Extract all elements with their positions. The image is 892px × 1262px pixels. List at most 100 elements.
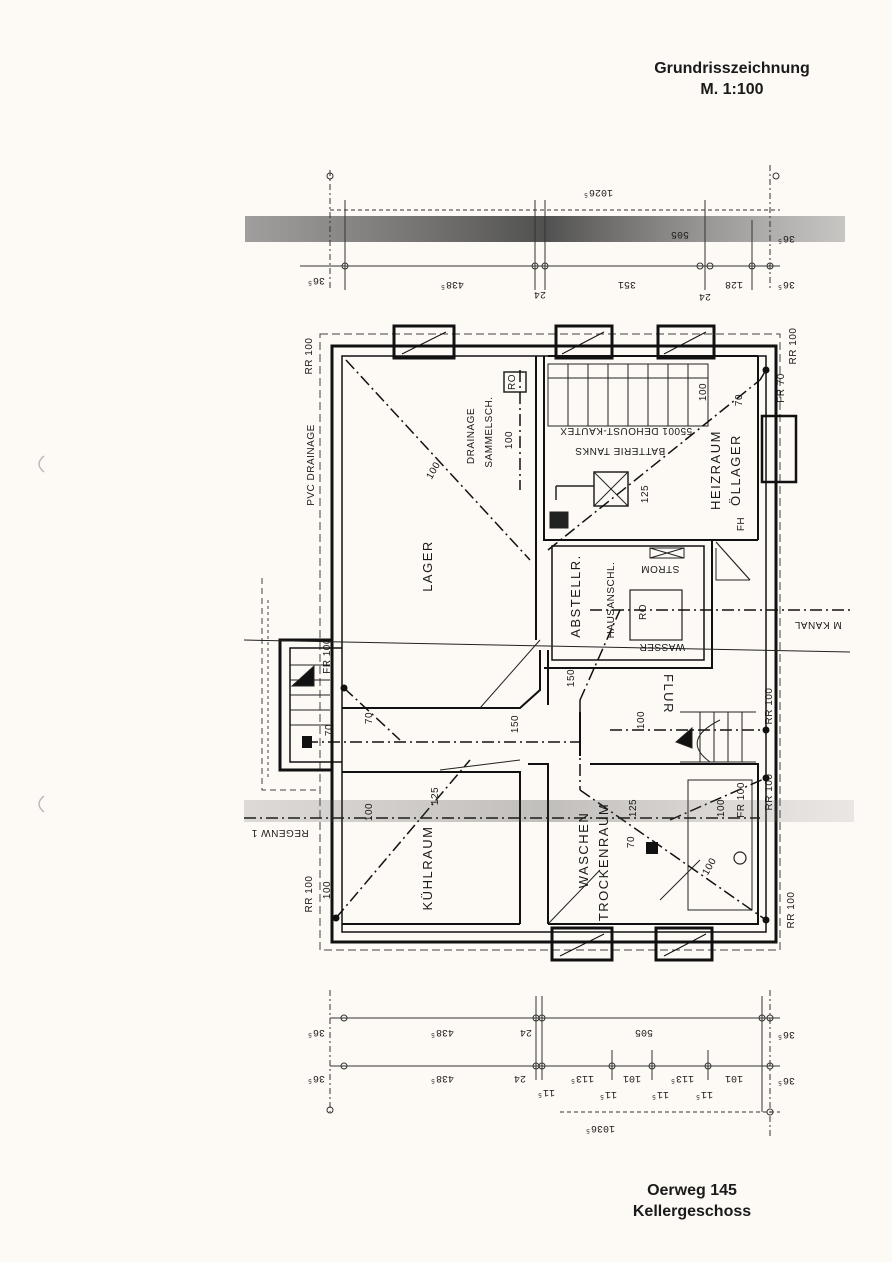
label-rr-right-bottom: RR 100 — [786, 892, 797, 929]
dim-bottom-b6: 101 — [623, 1072, 641, 1083]
label-rr-left-top: RR 100 — [304, 338, 315, 375]
dim-bottom-b5: 113⁵ — [570, 1072, 594, 1083]
pipe-n150-mid: 150 — [510, 715, 521, 733]
dim-top-d4: 351 — [618, 278, 636, 289]
dim-bottom-a4: 505 — [635, 1026, 653, 1037]
dim-top-d6: 128 — [725, 278, 743, 289]
bottom-dimension-chain — [326, 990, 780, 1136]
pipe-n70-wasch: 70 — [626, 836, 637, 848]
room-kuehlraum: KÜHLRAUM — [420, 826, 435, 911]
label-fr-right-low: FR 100 — [736, 782, 747, 818]
pipe-n100-heiz: 100 — [698, 383, 709, 401]
dim-bottom-b2: 438⁵ — [430, 1072, 454, 1083]
room-abstellr: ABSTELLR. — [568, 554, 583, 638]
pipe-n100-kuehl2: 100 — [322, 881, 333, 899]
label-fr-right-top: FR 70 — [776, 373, 787, 403]
copy-smear-bottom — [244, 800, 854, 822]
pipe-n150-top: 150 — [566, 669, 577, 687]
pipe-n100-flur: 100 — [636, 711, 647, 729]
label-fh: FH — [736, 517, 747, 531]
battery-tanks — [547, 363, 709, 427]
dim-top-total: 1026⁵ — [583, 186, 613, 197]
room-waschen: WASCHEN — [576, 812, 591, 888]
label-kanal: M KANAL — [794, 619, 841, 630]
dim-top-d5: 24 — [699, 290, 711, 301]
label-rr-right-mid: RR 100 — [764, 688, 775, 725]
punch-mark-bottom — [38, 795, 45, 813]
label-ro-2: RO — [638, 604, 649, 620]
drainage-pipes — [244, 359, 850, 921]
label-tank-type: 55001 DEHOUST-KAUTEX — [560, 425, 692, 436]
dim-top-d8: 36⁵ — [777, 232, 795, 243]
dim-bottom-b3: 24 — [514, 1072, 526, 1083]
drawing-scale: M. 1:100 — [700, 81, 764, 98]
room-flur: FLUR — [661, 674, 676, 714]
dim-top-d2: 438⁵ — [440, 278, 464, 289]
pipe-n70-heiz: 70 — [734, 394, 745, 406]
floor-drain-circle — [733, 851, 747, 865]
pipe-n125-heiz: 125 — [640, 485, 651, 503]
label-rr-left-bottom: RR 100 — [304, 876, 315, 913]
dim-bottom-a3: 24 — [520, 1026, 532, 1037]
label-wasser: WASSER — [639, 641, 685, 652]
drawing-title: Grundrisszeichnung — [654, 60, 810, 77]
pipe-n100-wasch: 100 — [716, 799, 727, 817]
label-rr-right-low: RR 100 — [764, 774, 775, 811]
ro-box — [503, 371, 527, 393]
dim-top-d9: 505 — [671, 228, 689, 239]
drain-points — [302, 366, 770, 924]
pipe-n100-sammel: 100 — [504, 431, 515, 449]
label-strom: STROM — [641, 563, 680, 574]
window-well-heiz — [656, 324, 716, 360]
drawing-title-block: Grundrisszeichnung M. 1:100 — [612, 58, 852, 100]
pipe-n125-wasch: 125 — [628, 799, 639, 817]
dim-bottom-b7: 113⁵ — [670, 1072, 694, 1083]
room-hausanschl: HAUSANSCHL. — [606, 562, 617, 639]
label-batterie-tanks: BATTERIE TANKS — [575, 445, 665, 456]
drawing-footer-block: Oerweg 145 Kellergeschoss — [582, 1180, 802, 1222]
dim-bottom-b4: 11⁵ — [537, 1086, 555, 1097]
window-well-tanks — [554, 324, 614, 360]
top-dimension-chain — [245, 165, 845, 290]
label-fr-left: FR 100 — [322, 638, 333, 674]
drainage-solid — [439, 639, 701, 925]
punch-mark-top — [38, 455, 45, 473]
room-heizraum: HEIZRAUM — [708, 430, 723, 510]
dim-bottom-a5: 36⁵ — [777, 1028, 795, 1039]
chimney-block — [549, 511, 569, 529]
staircase-right — [675, 711, 756, 763]
room-lager: LAGER — [420, 540, 435, 592]
dim-top-d1: 36⁵ — [307, 274, 325, 285]
pipe-n125-kuehl: 125 — [430, 787, 441, 805]
room-oellager: ÖLLAGER — [728, 434, 743, 506]
window-well-lager — [392, 324, 456, 360]
drainage-outline — [261, 333, 781, 951]
window-well-wasch-2 — [654, 926, 714, 962]
dim-top-d7: 36⁵ — [777, 278, 795, 289]
staircase-left — [290, 664, 330, 726]
label-pvc-drainage: PVC DRAINAGE — [306, 424, 317, 506]
dim-bottom-total: 1036⁵ — [585, 1122, 615, 1133]
pipe-n100-kuehl: 100 — [364, 803, 375, 821]
pipe-n70-left2: 70 — [364, 712, 375, 724]
label-regenw: REGENW 1 — [251, 827, 308, 838]
dim-bottom-b1: 36⁵ — [307, 1072, 325, 1083]
interior-walls — [342, 355, 759, 925]
dim-bottom-a1: 36⁵ — [307, 1026, 325, 1037]
window-well-wasch-1 — [550, 926, 614, 962]
wash-fixture — [687, 779, 753, 911]
dim-bottom-c2: 11⁵ — [651, 1088, 669, 1099]
label-drainage-sammel-2: SAMMELSCH. — [484, 396, 495, 467]
sewer-line — [243, 639, 854, 822]
window-wells — [392, 324, 716, 962]
room-trockenraum: TROCKENRAUM — [596, 803, 611, 921]
boiler-box — [593, 471, 629, 507]
label-rr-right-top: RR 100 — [788, 328, 799, 365]
dim-bottom-b8: 101 — [725, 1072, 743, 1083]
address-label: Oerweg 145 — [647, 1182, 737, 1199]
dim-bottom-b9: 36⁵ — [777, 1074, 795, 1085]
dim-bottom-c3: 11⁵ — [695, 1088, 713, 1099]
label-drainage-sammel-1: DRAINAGE — [466, 408, 477, 464]
fixtures — [503, 371, 753, 911]
